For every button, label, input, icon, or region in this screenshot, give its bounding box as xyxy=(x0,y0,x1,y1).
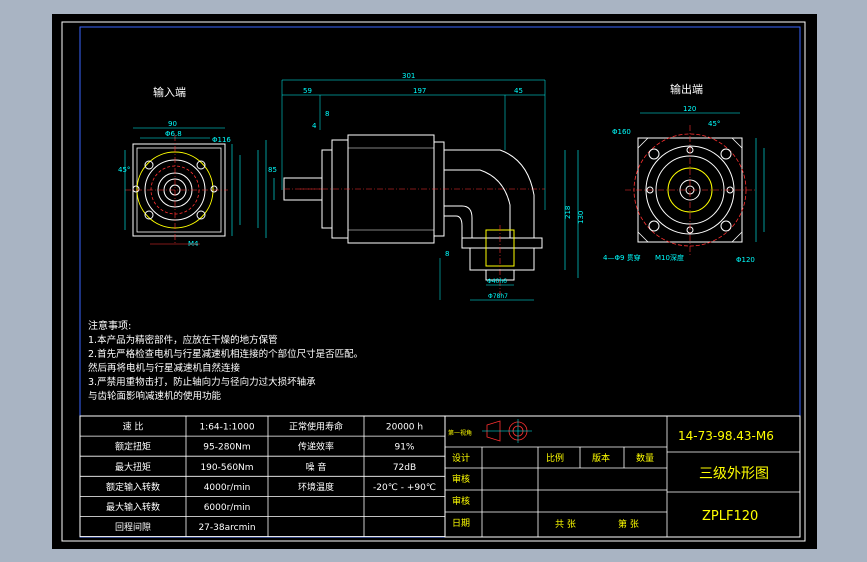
spec-label-2: 环境温度 xyxy=(298,481,334,493)
quantity-label: 数量 xyxy=(636,452,654,464)
notes-title: 注意事项: xyxy=(88,319,131,332)
approve-label: 审核 xyxy=(452,495,470,507)
dim-overall-length: 301 xyxy=(402,72,415,80)
spec-value-2: 20000 h xyxy=(386,423,423,433)
spec-value: 4000r/min xyxy=(204,483,251,493)
dim-side-vertical: 218 xyxy=(564,206,572,219)
dim-seg-a: 59 xyxy=(303,87,312,95)
dim-side-small-3: 85 xyxy=(268,166,277,174)
dim-output-base: Φ78h7 xyxy=(488,293,508,300)
dim-output-small: Φ120 xyxy=(736,256,755,264)
projection-symbol-icon xyxy=(482,419,532,443)
output-end-view: 输出端 120 45° Φ160 Φ120 4—Φ9 贯穿 M10深度 xyxy=(603,82,765,264)
dim-input-width: 90 xyxy=(168,120,177,128)
spec-value: 6000r/min xyxy=(204,503,251,513)
drawing-sheet xyxy=(52,14,817,549)
spec-value: 1:64-1:1000 xyxy=(199,423,254,433)
projection-label: 第一视角 xyxy=(448,429,472,437)
dim-side-small-2: 4 xyxy=(312,122,317,130)
spec-label: 速 比 xyxy=(123,421,144,433)
input-end-label: 输入端 xyxy=(153,85,186,99)
note-line: 2.首先严格检查电机与行星减速机相连接的个部位尺寸是否匹配。 xyxy=(88,348,363,360)
dim-output-width: 120 xyxy=(683,105,696,113)
side-view: 301 59 197 45 8 4 85 218 xyxy=(257,72,585,301)
spec-label: 最大输入转数 xyxy=(106,501,160,513)
spec-table: 速 比 1:64-1:1000 正常使用寿命 20000 h 额定扭矩 95-280Nm 传… xyxy=(79,415,446,538)
spec-value: 190-560Nm xyxy=(200,463,253,473)
dim-input-angle: 45° xyxy=(118,166,130,174)
note-line: 3.严禁用重物击打，防止轴向力与径向力过大损坏轴承 xyxy=(88,376,316,388)
note-line: 与齿轮面影响减速机的使用功能 xyxy=(88,390,222,402)
spec-value-2: 91% xyxy=(394,443,414,453)
spec-label: 最大扭矩 xyxy=(115,461,151,473)
dim-side-small-4: 8 xyxy=(445,250,449,258)
outer-frame xyxy=(61,21,806,542)
spec-label-2: 传递效率 xyxy=(298,441,334,453)
dim-output-bolt-note: 4—Φ9 贯穿 xyxy=(603,253,641,262)
dim-input-bolt: Φ116 xyxy=(212,136,231,144)
spec-value-2: -20℃ - +90℃ xyxy=(373,483,436,493)
total-sheets-label: 共 张 xyxy=(555,519,576,530)
spec-label-2: 正常使用寿命 xyxy=(289,421,343,433)
spec-label: 额定扭矩 xyxy=(115,441,151,453)
title-block: 第一视角 设计 审核 审核 日期 比例 版本 数量 共 张 第 张 14-73-… xyxy=(444,415,801,538)
model-number: ZPLF120 xyxy=(702,509,758,524)
dim-output-thread: M10深度 xyxy=(655,253,684,262)
spec-value: 95-280Nm xyxy=(203,443,250,453)
spec-label-2: 噪 音 xyxy=(306,461,327,473)
version-label: 版本 xyxy=(592,452,610,464)
note-line: 然后再将电机与行星减速机自然连接 xyxy=(88,362,241,374)
scale-label: 比例 xyxy=(546,452,564,464)
spec-label: 额定输入转数 xyxy=(106,481,160,493)
design-label: 设计 xyxy=(452,452,470,464)
dim-output-shaft: Φ40h6 xyxy=(487,278,507,285)
dim-input-pcd: Φ6.8 xyxy=(165,130,182,138)
input-end-view: 输入端 90 Φ6.8 Φ116 45° M4 xyxy=(118,85,241,248)
drawing-number: 14-73-98.43-M6 xyxy=(678,429,774,443)
dim-side-vertical-2: 130 xyxy=(577,211,585,224)
dim-seg-b: 197 xyxy=(413,87,426,95)
spec-label: 回程间隙 xyxy=(115,521,151,533)
note-line: 1.本产品为精密部件，应放在干燥的地方保管 xyxy=(88,334,278,346)
dim-side-small-1: 8 xyxy=(325,110,329,118)
dim-seg-c: 45 xyxy=(514,87,523,95)
dim-output-pcd: Φ160 xyxy=(612,128,631,136)
sheet-number-label: 第 张 xyxy=(618,518,639,530)
notes-block: 注意事项: 1.本产品为精密部件，应放在干燥的地方保管 2.首先严格检查电机与行… xyxy=(88,319,363,402)
spec-value-2: 72dB xyxy=(393,463,416,473)
output-end-label: 输出端 xyxy=(670,82,703,96)
dim-output-angle: 45° xyxy=(708,120,720,128)
date-label: 日期 xyxy=(452,518,470,529)
spec-value: 27-38arcmin xyxy=(198,523,255,533)
check-label: 审核 xyxy=(452,473,470,485)
drawing-title: 三级外形图 xyxy=(699,466,769,482)
